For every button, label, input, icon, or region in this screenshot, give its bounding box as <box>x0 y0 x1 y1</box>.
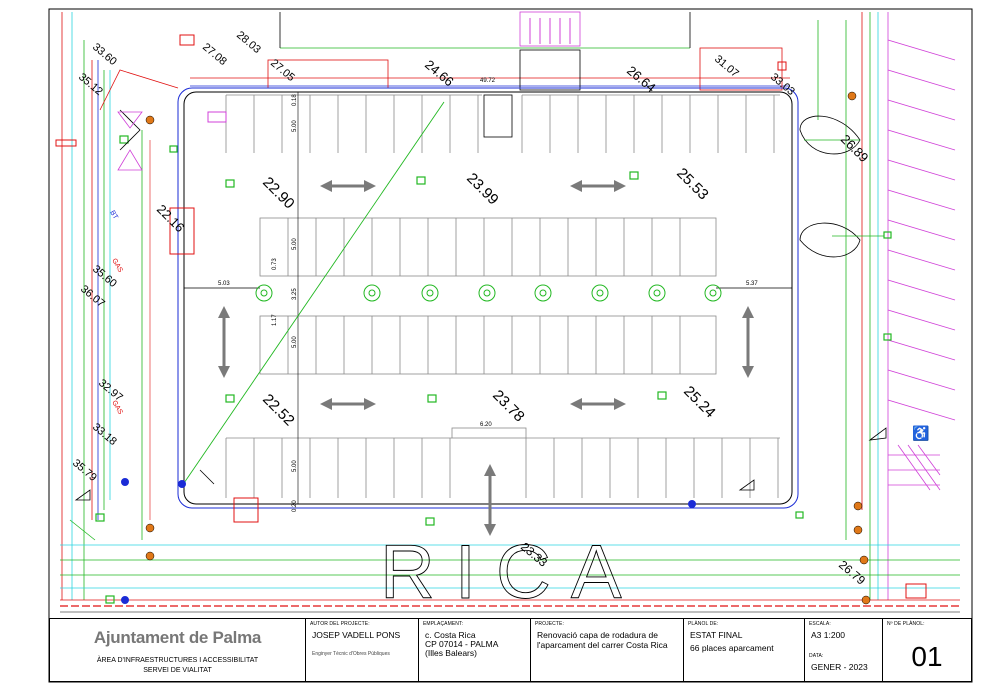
roundabout-islands <box>799 115 884 258</box>
parking-bays-top <box>225 94 780 153</box>
author-cell: AUTOR DEL PROJECTE: JOSEP VADELL PONS En… <box>306 619 419 681</box>
red-features <box>55 34 927 599</box>
location-cell: EMPLAÇAMENT: c. Costa Rica CP 07014 - PA… <box>419 619 531 681</box>
dimension-label: 5.00 <box>292 460 298 472</box>
fixture-symbols <box>74 109 887 501</box>
scale-label: ESCALA: <box>809 621 831 627</box>
elevation-label: 27.08 <box>200 41 229 68</box>
author-label: AUTOR DEL PROJECTE: <box>310 621 370 627</box>
city-logo: Ajuntament de Palma <box>93 628 262 647</box>
plan-number: 01 <box>911 641 943 672</box>
right-street-lines <box>817 12 889 600</box>
project-cell: PROJECTE: Renovació capa de rodadura de … <box>531 619 684 681</box>
top-street-lines <box>190 11 790 138</box>
scale-date-cell: ESCALA: A3 1:200 DATA: GENER - 2023 <box>805 619 883 681</box>
date-value: GENER - 2023 <box>811 662 868 672</box>
dimension-label: 5.00 <box>292 120 298 132</box>
diagonal-line <box>181 101 445 487</box>
plan-subtitle: 66 places aparcament <box>690 643 774 653</box>
elevation-label: 33.03 <box>768 71 797 98</box>
gas-label: GAS <box>110 258 124 275</box>
location-label: EMPLAÇAMENT: <box>423 621 464 627</box>
project-line: Renovació capa de rodadura de <box>537 630 658 640</box>
location-line: c. Costa Rica <box>425 630 476 640</box>
blue-points <box>121 478 696 604</box>
elevation-label: 23.99 <box>463 170 502 209</box>
logo-cell: Ajuntament de Palma ÀREA D'INFRAESTRUCTU… <box>50 619 306 681</box>
parking-bays-bottom <box>225 427 780 498</box>
dimension-label: 5.00 <box>292 238 298 250</box>
project-label: PROJECTE: <box>535 621 564 627</box>
title-block: Ajuntament de Palma ÀREA D'INFRAESTRUCTU… <box>49 618 972 682</box>
elevation-label: 26.89 <box>838 132 872 166</box>
dimension-label: 6.20 <box>480 422 492 428</box>
elevation-label: 33.60 <box>90 41 119 68</box>
scale-value: A3 1:200 <box>811 630 846 640</box>
plan-label: PLÀNOL DE: <box>688 621 719 627</box>
dimension-label: 0.20 <box>292 500 298 512</box>
elevation-label: 24.66 <box>422 57 457 89</box>
elevation-label: 32.97 <box>96 377 125 404</box>
elevation-label: 28.03 <box>234 29 263 56</box>
author-name: JOSEP VADELL PONS <box>312 630 401 640</box>
water-label: BT <box>108 210 119 222</box>
plan-cell: PLÀNOL DE: ESTAT FINAL 66 places aparcam… <box>684 619 805 681</box>
dimension-label: 5.03 <box>218 281 230 287</box>
gas-label: GAS <box>110 400 124 417</box>
elevation-label: 33.18 <box>90 421 119 448</box>
parking-lot-outline <box>99 69 799 509</box>
dimension-label: 0.73 <box>272 258 278 270</box>
street-name: RICA <box>380 530 642 615</box>
parking-bays-middle <box>184 217 792 375</box>
dimension-label: 5.37 <box>746 281 758 287</box>
elevation-label: 25.53 <box>673 165 712 204</box>
location-line: CP 07014 - PALMA <box>425 639 499 649</box>
location-line: (Illes Balears) <box>425 648 477 658</box>
magenta-box <box>207 111 227 123</box>
elevation-label: 22.16 <box>154 202 188 236</box>
right-parking-stripes <box>887 39 956 491</box>
elevation-label: 27.05 <box>268 57 297 84</box>
dimension-label: 49.72 <box>480 78 496 84</box>
elevation-label: 35.12 <box>76 71 105 98</box>
accessible-icon: ♿ <box>912 425 929 442</box>
dimension-labels: 49.72 0.18 5.00 5.00 0.73 3.25 1.17 5.00… <box>218 78 758 512</box>
elevation-label: 26.64 <box>624 63 659 95</box>
elevation-label: 23.78 <box>489 387 528 426</box>
plan-number-label: Nº DE PLÀNOL: <box>887 621 925 627</box>
bottom-street-lines <box>60 544 960 613</box>
dimension-label: 1.17 <box>272 314 278 326</box>
service-line: SERVEI DE VIALITAT <box>143 667 212 674</box>
plan-title: ESTAT FINAL <box>690 630 743 640</box>
date-label: DATA: <box>809 653 824 659</box>
elevation-label: 22.90 <box>259 174 298 213</box>
elevation-label: 25.24 <box>680 383 719 422</box>
elevation-label: 35.79 <box>70 457 99 484</box>
dimension-label: 3.25 <box>292 288 298 300</box>
project-line: l'aparcament del carrer Costa Rica <box>537 640 668 650</box>
elevation-label: 22.52 <box>259 391 298 430</box>
orange-points <box>145 91 871 605</box>
dimension-label: 0.18 <box>292 94 298 106</box>
department-line: ÀREA D'INFRAESTRUCTURES I ACCESSIBILITAT <box>96 657 259 664</box>
author-title: Enginyer Tècnic d'Obres Públiques <box>312 651 390 657</box>
dimension-label: 5.00 <box>292 336 298 348</box>
elevation-label: 31.07 <box>712 53 741 80</box>
green-markers <box>95 135 892 604</box>
left-street-lines <box>61 12 151 600</box>
elevation-label: 36.07 <box>78 283 107 310</box>
plan-number-cell: Nº DE PLÀNOL: 01 <box>883 619 971 681</box>
median-trees <box>255 284 722 302</box>
traffic-arrows <box>218 180 754 536</box>
